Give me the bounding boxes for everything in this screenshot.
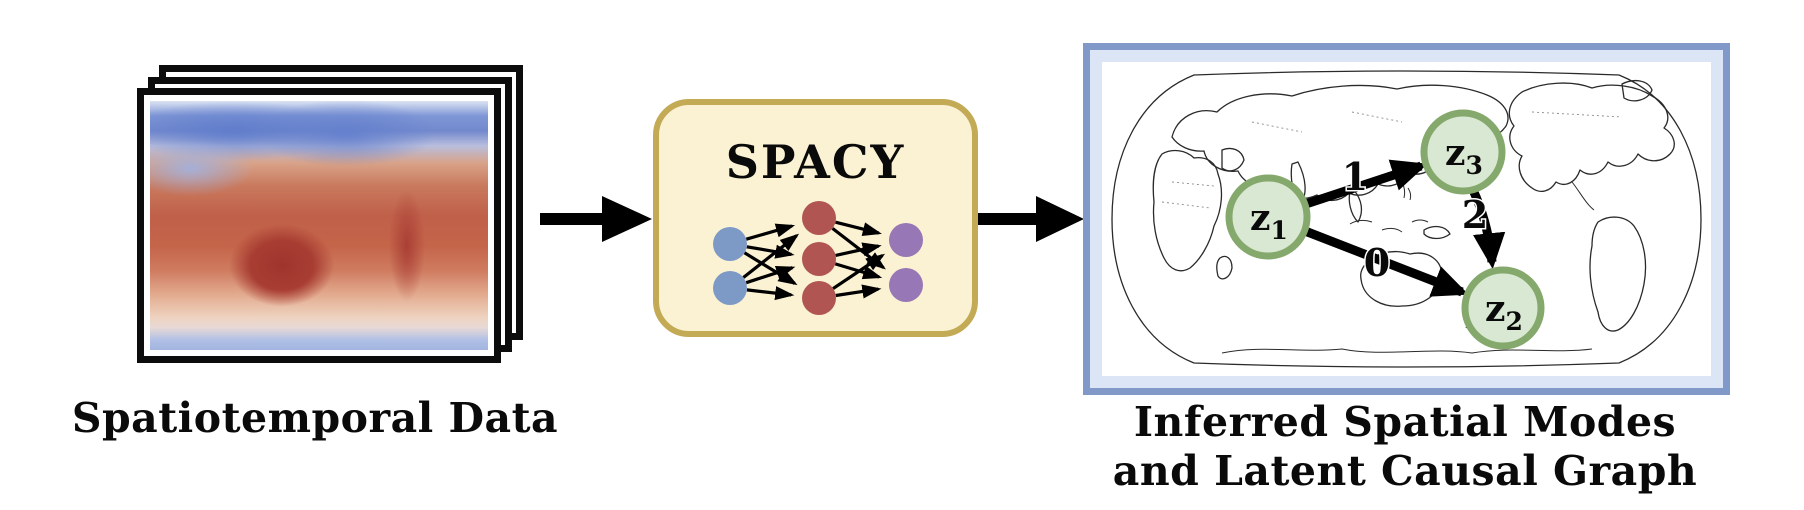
latent-node-label-z3: z3	[1445, 132, 1483, 180]
nn-nodes	[713, 201, 923, 315]
left-caption: Spatiotemporal Data	[71, 394, 559, 442]
spacy-model-box: SPACY	[653, 99, 978, 337]
edge-label-z3-z2: 2	[1462, 192, 1488, 237]
latent-node-z2	[1461, 266, 1545, 350]
right-caption-line1: Inferred Spatial Modes	[1133, 398, 1677, 446]
edge-label-z1-z2: 0	[1364, 240, 1390, 285]
nn-hidden-node	[802, 201, 836, 235]
data-frame-front	[137, 88, 501, 363]
temperature-heatmap	[150, 101, 488, 350]
arrow-shaft	[978, 213, 1042, 225]
inferred-panel: z1 z3 z2 1 2 0	[1083, 43, 1730, 395]
world-map-panel: z1 z3 z2 1 2 0	[1102, 62, 1711, 376]
causal-edge-z1-z3	[1304, 159, 1428, 209]
nn-edges	[742, 220, 886, 301]
arrow-shaft	[540, 213, 608, 225]
nn-hidden-node	[802, 242, 836, 276]
arrow-head-icon	[602, 196, 652, 242]
nn-output-node	[889, 223, 923, 257]
edge-label-z1-z3: 1	[1342, 154, 1368, 199]
right-caption-line2: and Latent Causal Graph	[1112, 447, 1698, 495]
causal-edge-z1-z2	[1303, 226, 1469, 297]
map-boundary	[1111, 70, 1702, 368]
causal-edges	[1303, 159, 1506, 297]
nn-input-node	[713, 227, 747, 261]
model-title: SPACY	[725, 135, 906, 189]
right-caption: Inferred Spatial Modes and Latent Causal…	[1080, 398, 1730, 496]
latent-node-z3	[1420, 109, 1506, 195]
nn-output-node	[889, 268, 923, 302]
nn-input-node	[713, 271, 747, 305]
nn-hidden-node	[802, 281, 836, 315]
latent-nodes: z1 z3 z2	[1225, 109, 1545, 350]
arrow-head-icon	[1036, 196, 1084, 242]
latent-node-z1	[1225, 174, 1311, 260]
flow-arrow-input	[540, 196, 652, 242]
latent-node-label-z2: z2	[1485, 288, 1523, 336]
neural-network-icon	[713, 201, 923, 315]
world-map: z1 z3 z2 1 2 0	[1111, 70, 1702, 368]
latent-node-label-z1: z1	[1250, 197, 1288, 245]
flow-arrow-output	[978, 196, 1084, 242]
causal-edge-z3-z2	[1468, 188, 1506, 270]
edge-labels: 1 2 0	[1340, 153, 1489, 287]
